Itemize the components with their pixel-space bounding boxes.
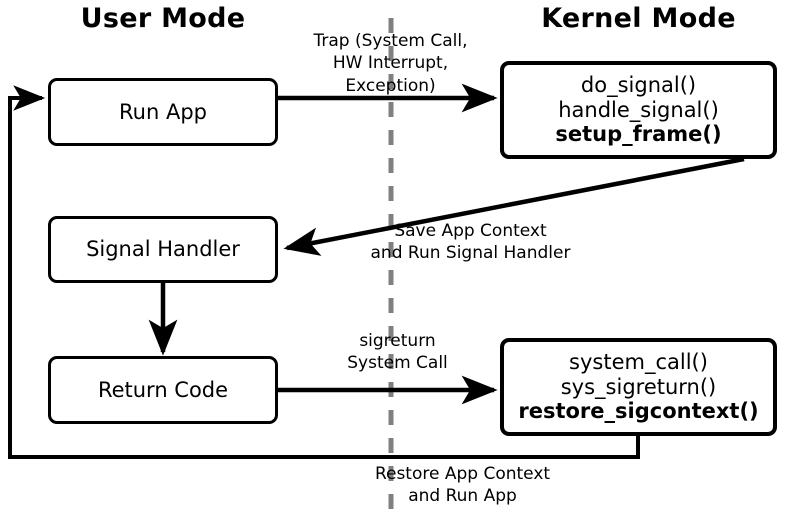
node-signal-handler-label: Signal Handler — [86, 237, 240, 262]
edge-label-restore-context: Restore App Context and Run App — [330, 463, 595, 508]
edge-save-context — [283, 156, 745, 256]
edge-label-trap-line1: Trap (System Call, — [313, 31, 468, 51]
edge-label-save-context-line1: Save App Context — [394, 221, 547, 241]
edge-restore-context — [8, 85, 640, 459]
node-do-signal-line3: setup_frame() — [555, 122, 722, 147]
node-system-call-line1: system_call() — [569, 349, 708, 374]
node-run-app-label: Run App — [119, 99, 207, 124]
node-do-signal-line2: handle_signal() — [558, 97, 719, 122]
edge-label-restore-context-line1: Restore App Context — [374, 464, 551, 484]
node-run-app[interactable]: Run App — [48, 78, 278, 146]
edge-label-sigreturn-line2: System Call — [347, 353, 448, 374]
edge-label-trap: Trap (System Call, HW Interrupt, Excepti… — [283, 30, 498, 97]
edge-label-sigreturn: sigreturn System Call — [300, 330, 495, 375]
node-system-call-line2: sys_sigreturn() — [560, 374, 717, 399]
edge-label-trap-line3: Exception) — [345, 75, 436, 96]
node-signal-handler[interactable]: Signal Handler — [48, 216, 278, 283]
user-mode-header: User Mode — [80, 3, 246, 34]
edge-label-restore-context-line2: and Run App — [408, 486, 517, 507]
node-system-call-line3: restore_sigcontext() — [518, 399, 759, 424]
kernel-mode-header: Kernel Mode — [541, 3, 736, 34]
edge-label-sigreturn-line1: sigreturn — [359, 331, 436, 351]
edge-label-trap-line2: HW Interrupt, — [332, 53, 449, 74]
node-system-call[interactable]: system_call() sys_sigreturn() restore_si… — [500, 338, 777, 436]
node-do-signal[interactable]: do_signal() handle_signal() setup_frame(… — [500, 61, 777, 159]
node-return-code[interactable]: Return Code — [48, 356, 278, 424]
node-do-signal-line1: do_signal() — [580, 72, 697, 97]
edge-label-save-context-line2: and Run Signal Handler — [370, 243, 571, 264]
edge-label-save-context: Save App Context and Run Signal Handler — [338, 220, 603, 265]
node-return-code-label: Return Code — [97, 377, 229, 402]
